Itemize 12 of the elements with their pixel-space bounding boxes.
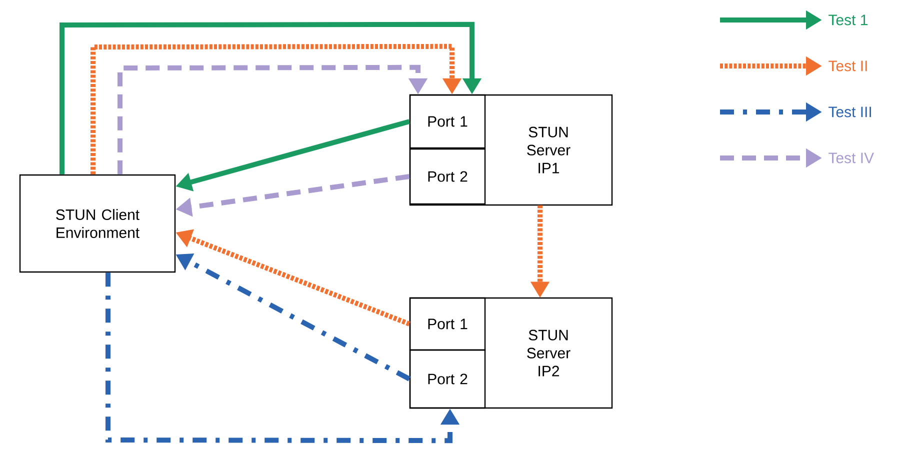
arrow (90, 44, 462, 174)
legend-label: Test III (828, 106, 871, 118)
legend-label: Test II (828, 60, 867, 72)
legend-label: Test 1 (828, 14, 868, 26)
port-box: Port 1 (409, 94, 486, 149)
arrow (118, 64, 428, 174)
port-box: Port 2 (409, 349, 486, 409)
arrow (60, 22, 482, 174)
client-box: STUN Client Environment (19, 174, 176, 273)
port-box: Port 1 (409, 297, 486, 351)
legend-label: Test IV (828, 152, 874, 164)
port-box: Port 2 (409, 148, 486, 205)
